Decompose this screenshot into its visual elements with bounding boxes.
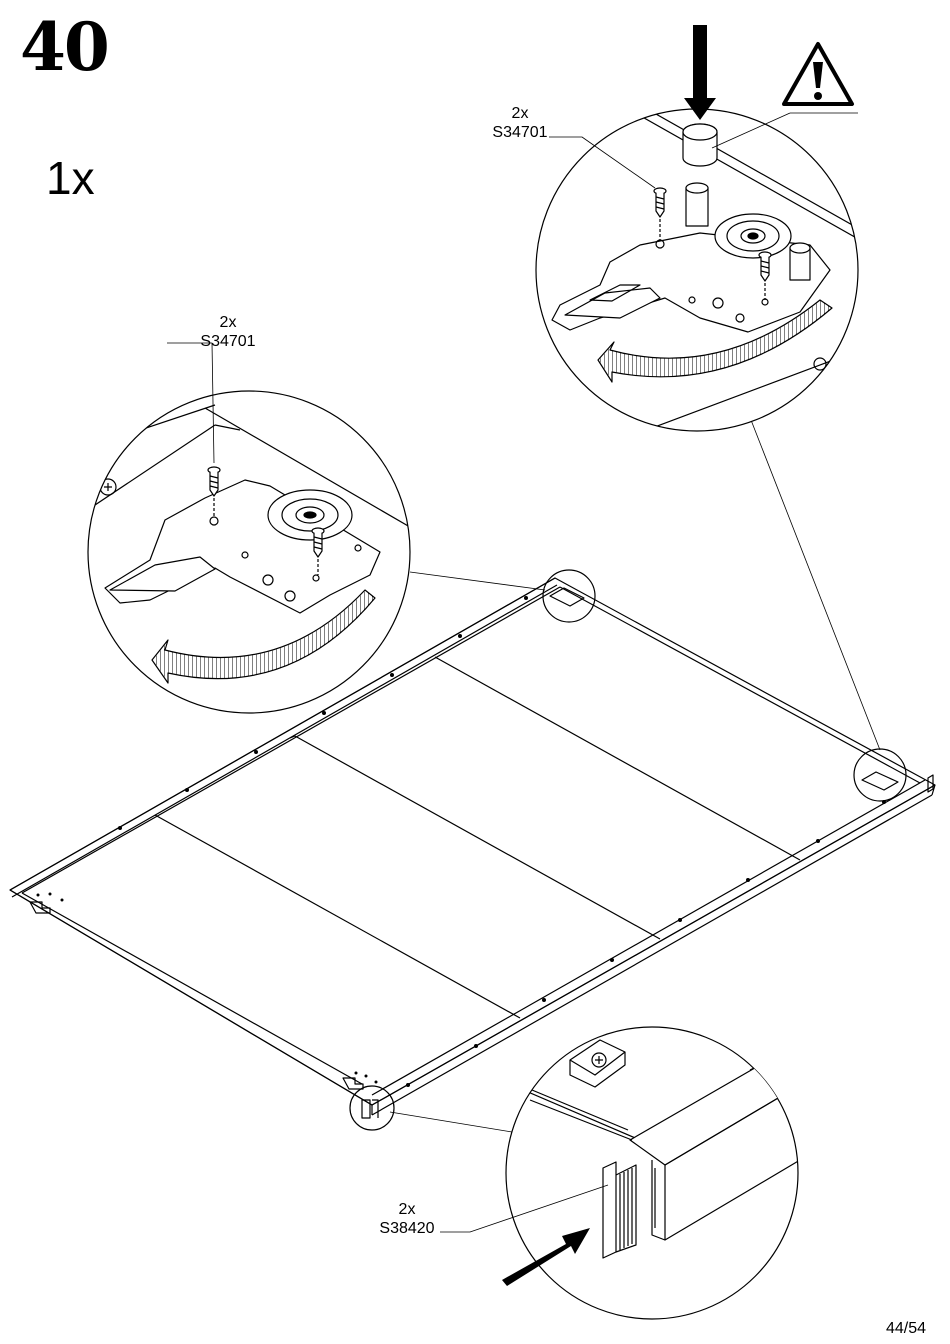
warning-triangle-icon: [784, 44, 852, 104]
callout-top: 2x S34701: [488, 104, 552, 142]
callout-qty: 2x: [488, 104, 552, 123]
step-number: 40: [20, 14, 108, 80]
callout-left: 2x S34701: [196, 313, 260, 351]
callout-qty: 2x: [196, 313, 260, 332]
detail-circle-top: [536, 105, 870, 470]
detail-circle-left: [80, 391, 415, 713]
detail-circle-bottom: [500, 1027, 800, 1319]
callout-bottom: 2x S38420: [374, 1200, 440, 1238]
step-quantity: 1x: [46, 155, 95, 201]
callout-part-code: S38420: [374, 1219, 440, 1238]
callout-part-code: S34701: [196, 332, 260, 351]
page-number: 44/54: [886, 1320, 926, 1338]
callout-part-code: S34701: [488, 123, 552, 142]
callout-qty: 2x: [374, 1200, 440, 1219]
down-arrow-icon: [684, 25, 716, 120]
